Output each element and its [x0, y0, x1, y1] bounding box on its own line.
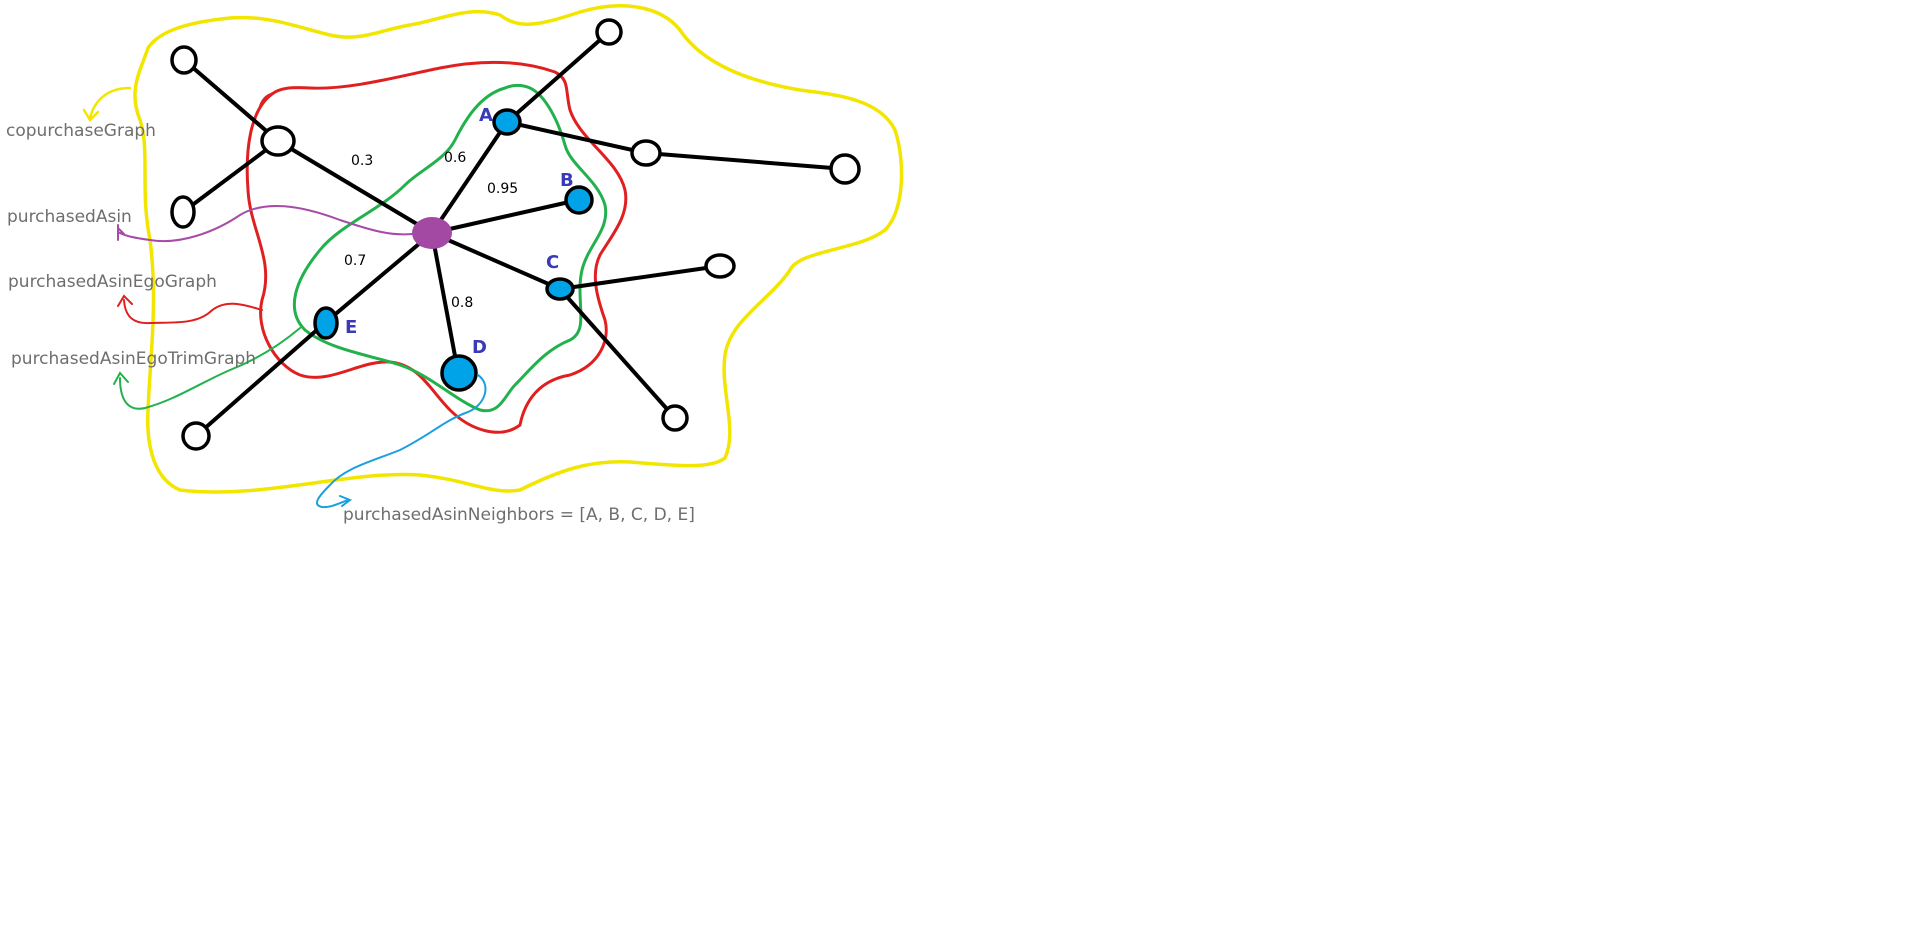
node-b — [564, 185, 594, 215]
graph-edges — [181, 30, 847, 438]
label-ego-trim-graph: purchasedAsinEgoTrimGraph — [11, 349, 256, 369]
label-purchased-asin: purchasedAsin — [7, 207, 132, 227]
outer-node — [170, 195, 196, 229]
edge-hub-c — [430, 231, 562, 291]
label-copurchase-graph: copurchaseGraph — [6, 121, 156, 141]
edge-hub-b — [430, 198, 580, 235]
purchased-asin-node — [412, 217, 452, 249]
outer-node — [829, 153, 861, 185]
outer-nodes — [170, 18, 861, 451]
outer-node — [260, 125, 296, 157]
node-label-d: D — [472, 337, 487, 358]
edge-e-bottom — [194, 320, 328, 438]
edge-hub-topleft — [276, 139, 434, 235]
outer-node — [630, 139, 662, 167]
node-label-b: B — [560, 170, 574, 191]
ego-graph-tick — [258, 92, 273, 109]
edge-hub-a — [430, 120, 509, 235]
edge-a-right — [505, 120, 648, 155]
ego-graph-outline — [245, 60, 628, 434]
copurchase-graph-arrow — [82, 86, 132, 123]
edge-weight-d: 0.8 — [451, 295, 473, 311]
edge-weight-a: 0.6 — [444, 150, 466, 166]
node-a — [492, 108, 522, 136]
edge-weight-b: 0.95 — [487, 181, 518, 197]
outer-node — [181, 421, 211, 451]
edge-weight-e: 0.7 — [344, 253, 366, 269]
outer-node — [170, 45, 198, 75]
copurchase-graph-outline — [133, 4, 904, 494]
purchased-asin-arrow — [117, 205, 413, 242]
outer-node — [595, 18, 623, 46]
ego-trim-graph-arrow — [113, 327, 301, 410]
edge-hub-d — [430, 231, 460, 374]
edge-topleft-left — [181, 139, 280, 214]
node-label-c: C — [546, 252, 559, 273]
edge-right-far — [644, 151, 847, 171]
edge-weight-top-left: 0.3 — [351, 153, 373, 169]
node-c — [545, 277, 575, 301]
outer-node — [661, 404, 689, 432]
neighbors-arrow — [315, 374, 487, 509]
node-e — [313, 306, 339, 340]
label-ego-graph: purchasedAsinEgoGraph — [8, 272, 217, 292]
node-d — [440, 354, 478, 392]
neighbor-nodes — [313, 108, 594, 392]
edge-c-right — [558, 264, 722, 291]
outer-node — [704, 253, 736, 279]
node-label-e: E — [345, 317, 357, 338]
ego-trim-graph-outline — [292, 83, 608, 413]
ego-graph-arrow — [117, 294, 263, 325]
edge-hub-e — [324, 231, 434, 324]
edge-topleft-far — [182, 58, 280, 143]
edge-a-top — [505, 30, 611, 124]
label-neighbors: purchasedAsinNeighbors = [A, B, C, D, E] — [343, 505, 695, 525]
edge-c-bottom — [558, 287, 677, 420]
node-label-a: A — [479, 105, 493, 126]
